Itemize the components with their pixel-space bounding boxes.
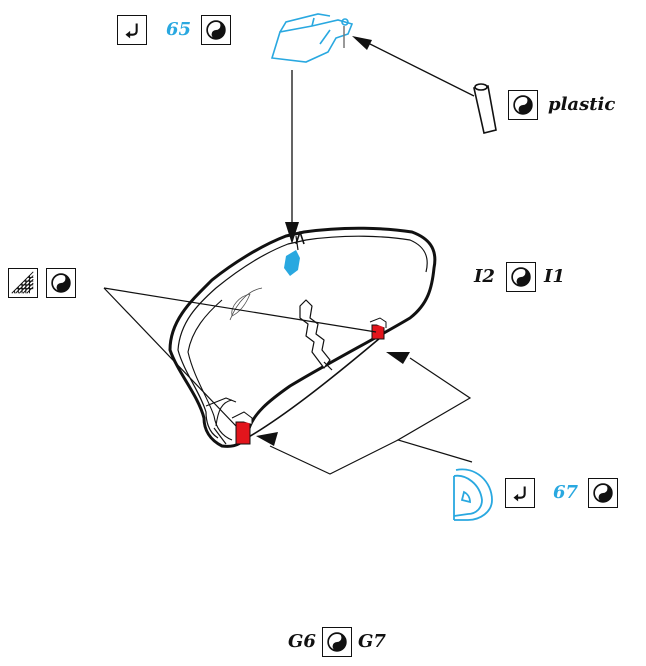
vehicle-side-icon (322, 627, 352, 657)
vehicle-side-icon (201, 15, 231, 45)
red-clip-left (231, 411, 253, 445)
top-part-number: 65 (166, 19, 192, 40)
footer-code-right: G7 (358, 631, 386, 652)
panel-top-clip (284, 235, 300, 276)
hook-arrow-icon (117, 15, 147, 45)
left-box-leaders (103, 287, 377, 427)
pin-material-label: plastic (548, 94, 616, 115)
side-code-right: I1 (544, 266, 565, 287)
arrowhead-right-clip (386, 352, 410, 364)
bottom-clip-part (453, 468, 493, 521)
pin-leader-arrow (352, 36, 475, 97)
vehicle-side-icon (506, 262, 536, 292)
trim-panel (168, 226, 437, 448)
vehicle-side-icon (46, 268, 76, 298)
vehicle-side-icon (508, 90, 538, 120)
plastic-pin (473, 83, 497, 134)
footer-code-left: G6 (288, 631, 316, 652)
side-code-left: I2 (474, 266, 495, 287)
arrowhead-left-clip (256, 432, 278, 446)
red-clip-right (369, 317, 387, 340)
grease-pattern-icon (8, 268, 38, 298)
bracket-leader-line (285, 70, 299, 244)
bottom-part-number: 67 (553, 482, 579, 503)
top-bracket-part (270, 13, 354, 63)
vehicle-side-icon (588, 478, 618, 508)
bottom-clip-leaders (269, 357, 473, 475)
hook-arrow-icon (505, 478, 535, 508)
